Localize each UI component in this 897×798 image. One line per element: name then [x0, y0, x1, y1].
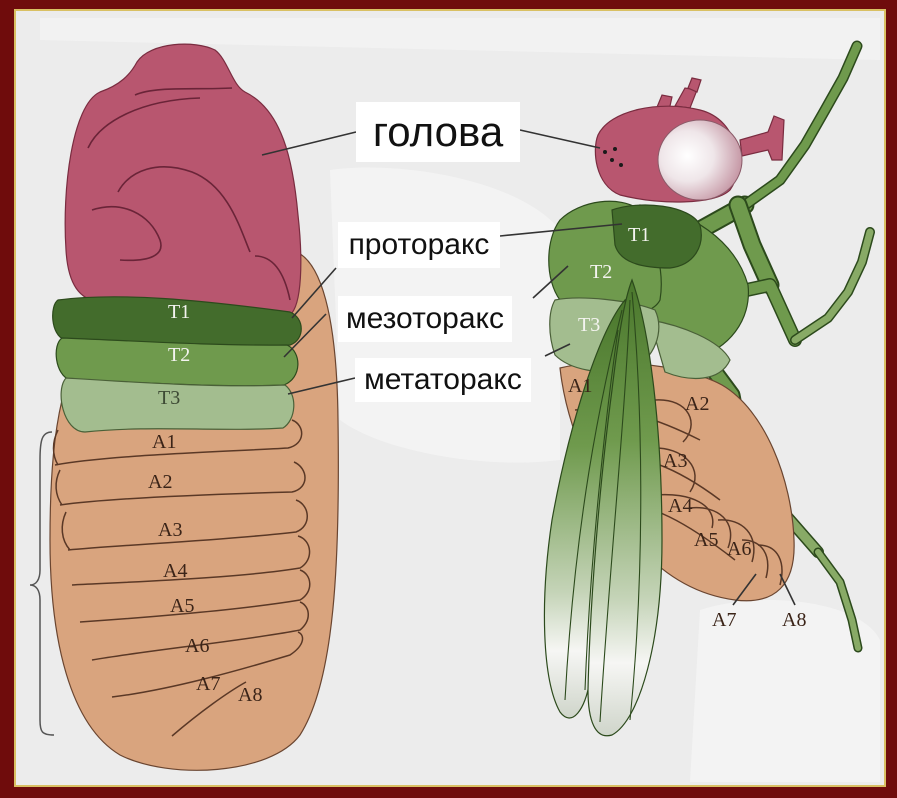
embryo-label-a6: A6 — [185, 635, 209, 657]
fly-label-a7: A7 — [712, 609, 736, 631]
fly-label-t2: T2 — [590, 261, 612, 283]
fly-label-a2: A2 — [685, 393, 709, 415]
embryo-label-a3: A3 — [158, 519, 182, 541]
embryo-label-a1: A1 — [152, 431, 176, 453]
embryo-label-a4: A4 — [163, 560, 187, 582]
embryo-label-a7: A7 — [196, 673, 220, 695]
fly-label-t1: T1 — [628, 224, 650, 246]
embryo-label-a8: A8 — [238, 684, 262, 706]
fly-label-t3: T3 — [578, 314, 600, 336]
label-mesothorax: мезоторакс — [338, 296, 512, 342]
embryo-label-a5: A5 — [170, 595, 194, 617]
embryo-label-t2: T2 — [168, 344, 190, 366]
fly-compound-eye — [658, 120, 742, 200]
fly-label-a4: A4 — [668, 495, 692, 517]
embryo-label-t1: T1 — [168, 301, 190, 323]
fly-label-a8: A8 — [782, 609, 806, 631]
embryo-label-t3: T3 — [158, 387, 180, 409]
fly-label-a5: A5 — [694, 529, 718, 551]
embryo-label-a2: A2 — [148, 471, 172, 493]
label-head: голова — [356, 102, 520, 162]
fly-label-a6: A6 — [727, 538, 751, 560]
fly-label-a1: A1 — [568, 375, 592, 397]
fly-t1 — [612, 205, 701, 268]
label-prothorax: проторакс — [338, 222, 500, 268]
label-metathorax: метаторакс — [355, 358, 531, 402]
fly-label-a3: A3 — [663, 450, 687, 472]
